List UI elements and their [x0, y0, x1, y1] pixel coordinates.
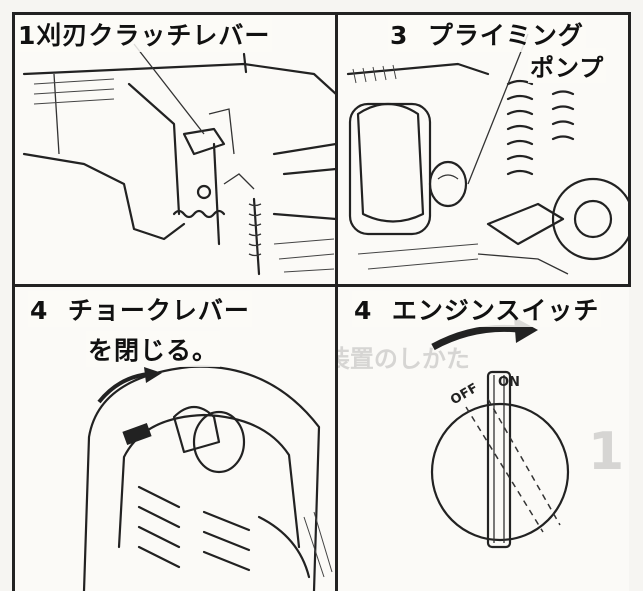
panel-1-caption: 1刈刃クラッチレバー	[16, 16, 273, 52]
panel-2-title-line1: プライミング	[427, 21, 584, 50]
panel-priming-pump: 3 プライミング ポンプ	[338, 14, 629, 284]
bleed-through-heading: ■バンドル旋回装置のしかた	[338, 345, 470, 373]
panel-3-caption: 4 チョークレバー	[28, 291, 252, 327]
panel-3-number: 4	[30, 296, 49, 325]
choke-lever-illustration	[82, 365, 333, 591]
switch-on-label: ON	[498, 375, 520, 390]
panel-2-title-line2: ポンプ	[530, 54, 605, 82]
panel-4-caption: 4 エンジンスイッチ	[352, 291, 602, 327]
panel-3-title-line1: チョークレバー	[67, 296, 250, 325]
panel-3-title-line2: を閉じる。	[88, 336, 219, 365]
clutch-lever-illustration	[22, 43, 336, 276]
frame-top	[12, 12, 631, 15]
frame-right	[628, 12, 631, 284]
panel-4-number: 4	[354, 296, 373, 325]
panel-4-title: エンジンスイッチ	[391, 296, 600, 325]
panel-2-caption-line2: ポンプ	[528, 48, 607, 83]
bleed-through-number: 1	[588, 422, 625, 482]
panel-3-caption-line2: を閉じる。	[86, 331, 221, 367]
panel-1-title: 刈刃クラッチレバー	[36, 21, 271, 50]
panel-2-number: 3	[390, 21, 409, 50]
panel-choke-lever: 4 チョークレバー を閉じる。	[14, 287, 336, 591]
panel-clutch-lever: 1刈刃クラッチレバー	[14, 14, 336, 284]
frame-left	[12, 12, 15, 591]
panel-engine-switch: ■バンドル旋回装置のしかた 1 4 エンジンスイッチ OFF ON	[338, 287, 629, 591]
divider-vertical	[335, 12, 338, 591]
priming-pump-illustration	[346, 33, 629, 275]
panel-1-number: 1	[18, 21, 37, 50]
divider-horizontal	[12, 284, 631, 287]
panel-2-caption: 3 プライミング	[388, 16, 586, 52]
engine-switch-illustration	[430, 317, 570, 549]
